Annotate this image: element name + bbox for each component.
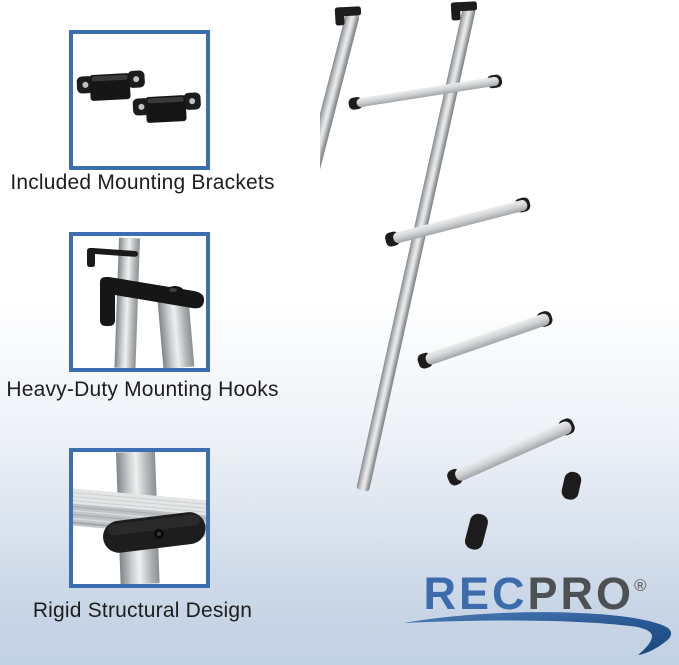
registered-trademark: ® [634,576,647,595]
ladder-photo [320,1,582,550]
callout-label-design: Rigid Structural Design [32,599,253,622]
callout-label-hooks: Heavy-Duty Mounting Hooks [6,378,279,401]
logo-text-pro: Pro [527,568,634,619]
callout-structural-design [69,448,210,588]
ladder-right-rail [356,7,476,492]
ladder-rungs [348,74,575,486]
logo-swoosh [404,612,672,655]
callout-label-brackets: Included Mounting Brackets [10,171,275,194]
callout-mounting-hooks [69,232,210,372]
ladder-top-hooks [334,1,478,26]
callout-mounting-brackets [69,30,210,170]
mounting-brackets-illustration [76,70,201,123]
rung-closeup-illustration [73,452,206,584]
recpro-logo: RecPro® [400,563,670,616]
ladder-left-rail [320,12,360,516]
mounting-hooks-illustration [87,237,205,368]
ladder-rubber-feet [464,471,582,550]
logo-text-rec: Rec [423,568,528,619]
